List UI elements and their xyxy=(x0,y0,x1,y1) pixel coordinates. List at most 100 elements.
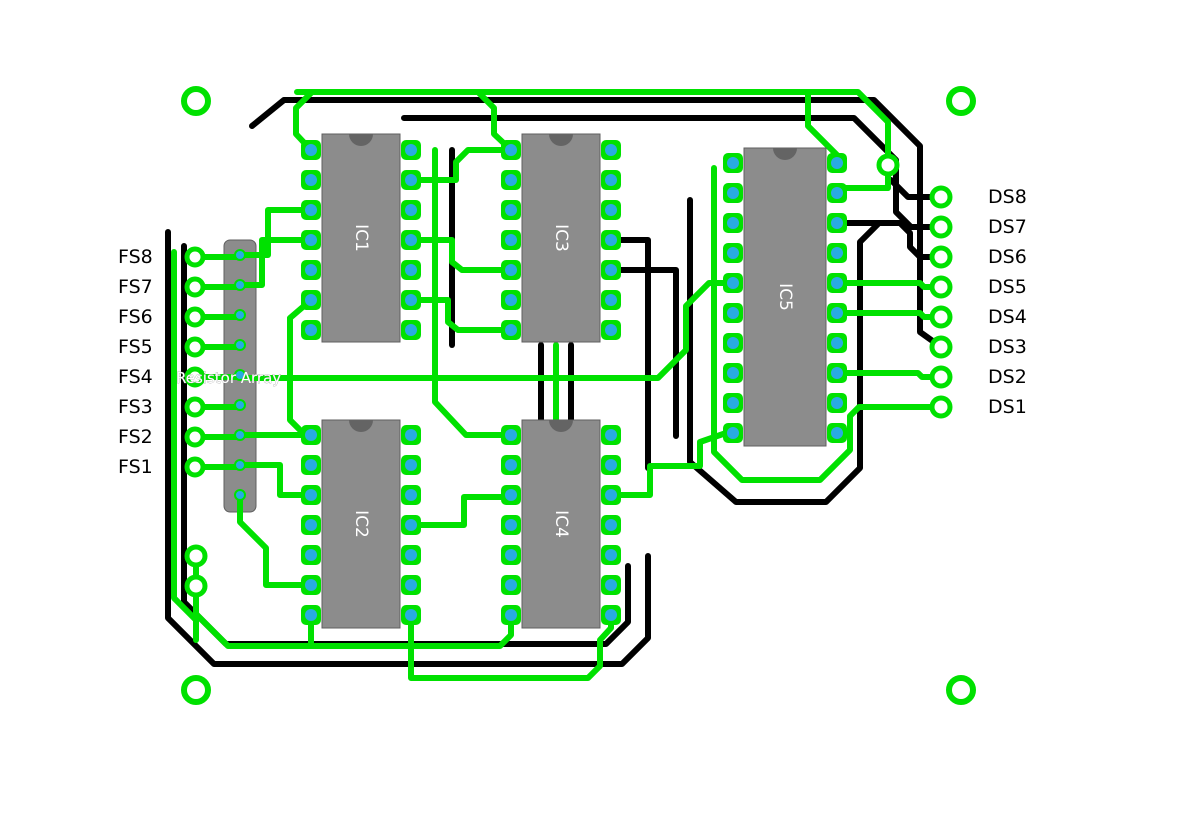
ic5-pad[interactable] xyxy=(827,423,847,443)
ic1-pad[interactable] xyxy=(301,200,321,220)
ic4-pad[interactable] xyxy=(601,605,621,625)
ic2-pad[interactable] xyxy=(401,545,421,565)
ic2-pad[interactable] xyxy=(401,425,421,445)
ds-pad[interactable] xyxy=(932,368,950,386)
ic1-pad[interactable] xyxy=(301,320,321,340)
resistor-array-pad[interactable] xyxy=(234,489,246,501)
fs-pad[interactable] xyxy=(187,459,203,475)
ic4-pad[interactable] xyxy=(601,515,621,535)
ic5-pad[interactable] xyxy=(827,273,847,293)
ic1-pad[interactable] xyxy=(301,260,321,280)
ic4-pad[interactable] xyxy=(501,455,521,475)
ic2-pad[interactable] xyxy=(301,605,321,625)
fs-pad[interactable] xyxy=(187,249,203,265)
ic3-pad[interactable] xyxy=(501,170,521,190)
ic2-pad[interactable] xyxy=(301,575,321,595)
ic4-pad[interactable] xyxy=(601,455,621,475)
ic1-pad[interactable] xyxy=(401,320,421,340)
ic4-pad[interactable] xyxy=(601,425,621,445)
ic3-pad[interactable] xyxy=(501,140,521,160)
ic3-pad[interactable] xyxy=(601,140,621,160)
ic2-pad[interactable] xyxy=(401,455,421,475)
ic5-pad[interactable] xyxy=(827,333,847,353)
mounting-hole[interactable] xyxy=(184,89,208,113)
ds-pad[interactable] xyxy=(932,248,950,266)
ic4-pad[interactable] xyxy=(501,515,521,535)
fs-pad[interactable] xyxy=(187,309,203,325)
resistor-array-pad[interactable] xyxy=(234,339,246,351)
fs-pad[interactable] xyxy=(187,339,203,355)
ic1-pad[interactable] xyxy=(301,290,321,310)
ic5-pad[interactable] xyxy=(723,363,743,383)
ic2-pad[interactable] xyxy=(401,575,421,595)
mounting-hole[interactable] xyxy=(949,89,973,113)
ic5-pad[interactable] xyxy=(723,423,743,443)
ic1-body[interactable] xyxy=(321,133,401,343)
ds-pad[interactable] xyxy=(932,218,950,236)
ic5-pad[interactable] xyxy=(723,213,743,233)
ic5-pad[interactable] xyxy=(723,273,743,293)
ic2-pad[interactable] xyxy=(401,485,421,505)
ic2-pad[interactable] xyxy=(301,545,321,565)
ic3-pad[interactable] xyxy=(601,320,621,340)
ic4-pad[interactable] xyxy=(601,575,621,595)
ic5-pad[interactable] xyxy=(827,303,847,323)
ic3-pad[interactable] xyxy=(601,290,621,310)
fs-pad[interactable] xyxy=(187,279,203,295)
ic5-pad[interactable] xyxy=(723,183,743,203)
resistor-array-pad[interactable] xyxy=(234,279,246,291)
ds-pad[interactable] xyxy=(932,278,950,296)
ic3-pad[interactable] xyxy=(501,320,521,340)
ic5-pad[interactable] xyxy=(827,183,847,203)
resistor-array-pad[interactable] xyxy=(234,399,246,411)
ic5-pad[interactable] xyxy=(723,333,743,353)
ic2-pad[interactable] xyxy=(401,515,421,535)
ic2-pad[interactable] xyxy=(401,605,421,625)
ic4-pad[interactable] xyxy=(501,425,521,445)
ic5-pad[interactable] xyxy=(827,213,847,233)
ic3-body[interactable] xyxy=(521,133,601,343)
via-pad[interactable] xyxy=(879,156,897,174)
ds-pad[interactable] xyxy=(932,188,950,206)
ic5-pad[interactable] xyxy=(723,243,743,263)
ic5-pad[interactable] xyxy=(723,303,743,323)
ic3-pad[interactable] xyxy=(601,200,621,220)
ds-pad[interactable] xyxy=(932,338,950,356)
ic2-pad[interactable] xyxy=(301,455,321,475)
ic4-pad[interactable] xyxy=(501,575,521,595)
ic2-body[interactable] xyxy=(321,419,401,629)
ic3-pad[interactable] xyxy=(601,170,621,190)
ic2-pad[interactable] xyxy=(301,425,321,445)
ds-pad[interactable] xyxy=(932,308,950,326)
ic4-pad[interactable] xyxy=(501,605,521,625)
resistor-array-pad[interactable] xyxy=(234,459,246,471)
ic1-pad[interactable] xyxy=(301,230,321,250)
ic1-pad[interactable] xyxy=(401,230,421,250)
ic5-body[interactable] xyxy=(743,147,827,447)
ds-pad[interactable] xyxy=(932,398,950,416)
fs-pad[interactable] xyxy=(187,399,203,415)
ic2-pad[interactable] xyxy=(301,515,321,535)
ic3-pad[interactable] xyxy=(501,200,521,220)
ic1-pad[interactable] xyxy=(301,140,321,160)
ic2-pad[interactable] xyxy=(301,485,321,505)
ic4-pad[interactable] xyxy=(501,485,521,505)
ic1-pad[interactable] xyxy=(401,170,421,190)
ic1-pad[interactable] xyxy=(401,140,421,160)
ic4-body[interactable] xyxy=(521,419,601,629)
ic5-pad[interactable] xyxy=(827,243,847,263)
ic4-pad[interactable] xyxy=(601,485,621,505)
ic5-pad[interactable] xyxy=(827,153,847,173)
ic1-pad[interactable] xyxy=(401,290,421,310)
ic5-pad[interactable] xyxy=(723,153,743,173)
resistor-array-pad[interactable] xyxy=(234,249,246,261)
ic3-pad[interactable] xyxy=(501,230,521,250)
ic3-pad[interactable] xyxy=(501,260,521,280)
resistor-array-pad[interactable] xyxy=(234,429,246,441)
via-pad[interactable] xyxy=(187,547,205,565)
ic3-pad[interactable] xyxy=(601,260,621,280)
mounting-hole[interactable] xyxy=(184,678,208,702)
resistor-array-pad[interactable] xyxy=(234,309,246,321)
ic4-pad[interactable] xyxy=(501,545,521,565)
ic5-pad[interactable] xyxy=(827,363,847,383)
